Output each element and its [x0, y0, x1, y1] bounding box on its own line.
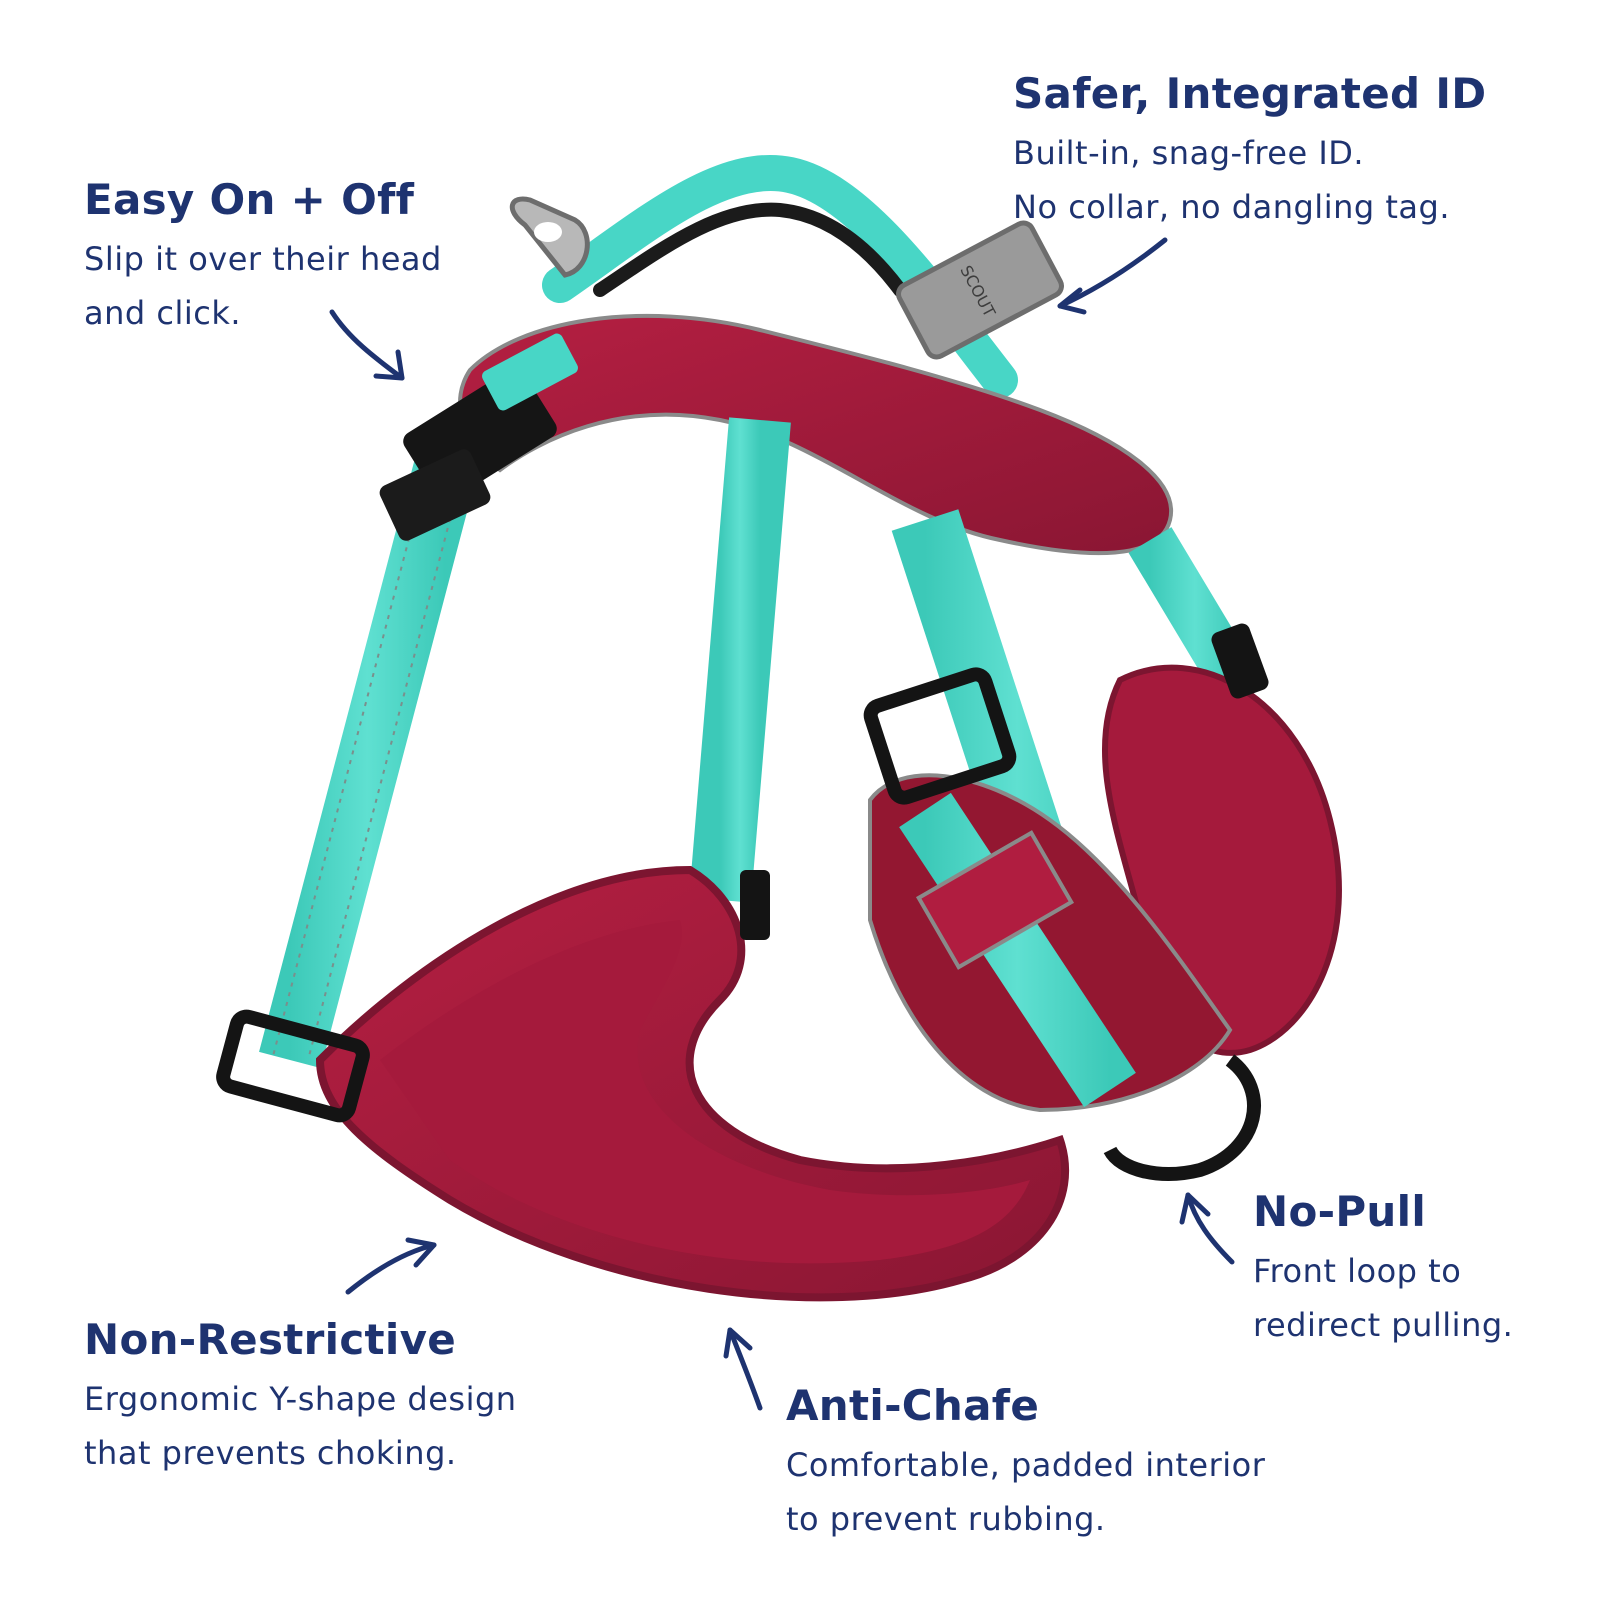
slider-buckle-middle: [863, 667, 1017, 805]
d-ring-icon: [510, 196, 590, 278]
callout-title: Easy On + Off: [84, 175, 415, 224]
callout-line: Built-in, snag-free ID.: [1013, 134, 1365, 173]
callout-title: Non-Restrictive: [84, 1315, 457, 1364]
left-strap: [259, 461, 476, 1069]
callout-line: Slip it over their head: [84, 240, 442, 279]
callout-line: to prevent rubbing.: [786, 1500, 1106, 1539]
callout-line: Comfortable, padded interior: [786, 1446, 1266, 1485]
callout-line: and click.: [84, 294, 242, 333]
callout-title: Safer, Integrated ID: [1013, 69, 1487, 118]
callout-safer-id: Safer, Integrated ID Built-in, snag-free…: [1013, 69, 1487, 234]
arrow-icon-anti-chafe: [723, 1327, 763, 1411]
callout-title: No-Pull: [1253, 1187, 1427, 1236]
slider-buckle-right: [1211, 623, 1269, 699]
callout-title: Anti-Chafe: [786, 1381, 1040, 1430]
callout-line: redirect pulling.: [1253, 1306, 1514, 1345]
arrow-icon-non-restrictive: [345, 1237, 437, 1295]
id-tag-icon: SCOUT: [896, 220, 1064, 360]
callout-easy-on: Easy On + Off Slip it over their head an…: [84, 175, 442, 340]
arrow-icon-no-pull: [1179, 1192, 1235, 1265]
arrow-icon-easy-on: [329, 309, 405, 381]
slider-buckle-left: [216, 1009, 370, 1123]
callout-line: that prevents choking.: [84, 1434, 457, 1473]
center-strap: [689, 417, 791, 903]
callout-line: No collar, no dangling tag.: [1013, 188, 1450, 227]
buckle-icon: [379, 333, 578, 541]
callout-line: Ergonomic Y-shape design: [84, 1380, 517, 1419]
callout-no-pull: No-Pull Front loop to redirect pulling.: [1253, 1187, 1514, 1352]
callout-non-restrictive: Non-Restrictive Ergonomic Y-shape design…: [84, 1315, 517, 1480]
front-loop: [1103, 1054, 1261, 1181]
callout-line: Front loop to: [1253, 1252, 1462, 1291]
arrow-icon-safer-id: [1057, 237, 1168, 315]
callout-anti-chafe: Anti-Chafe Comfortable, padded interior …: [786, 1381, 1266, 1546]
